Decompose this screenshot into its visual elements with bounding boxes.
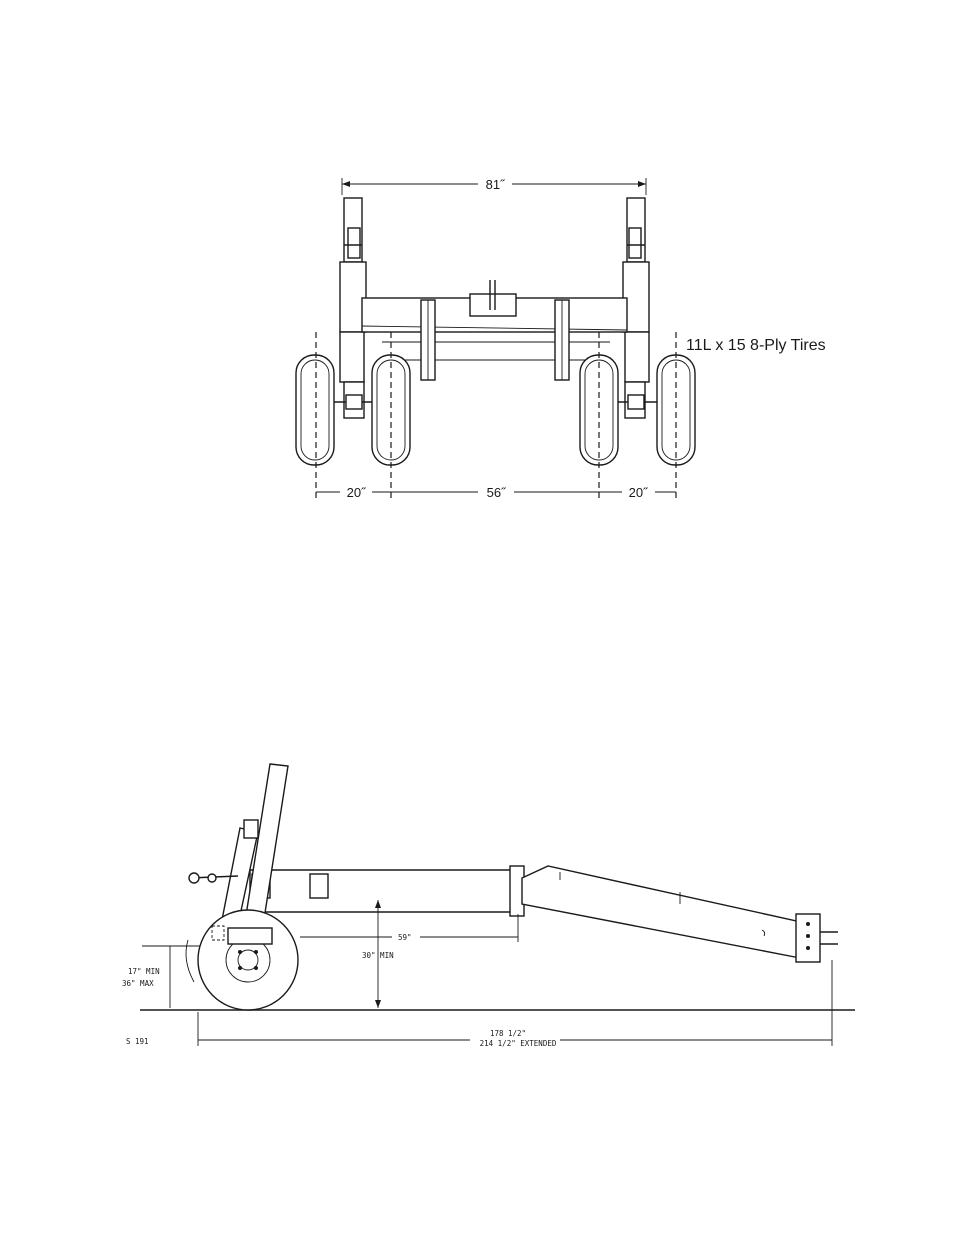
drawing-number: S 191 <box>126 1037 149 1046</box>
lift-range-dimension: 17" MIN 36" MAX <box>122 946 200 1008</box>
frame-height-label: 30" MIN <box>362 951 394 960</box>
extended-length-label: 214 1/2" EXTENDED <box>480 1039 557 1048</box>
tongue <box>522 866 838 962</box>
tire-inner-right <box>580 355 618 465</box>
rear-wheel <box>186 910 298 1010</box>
front-view: 81˝ <box>296 177 826 500</box>
center-track-label: 56˝ <box>487 485 507 500</box>
tongue-length-label: 59" <box>398 933 412 942</box>
side-view: 30" MIN 59" 17" MIN 36" MAX 178 1/2" 214… <box>122 764 855 1048</box>
track-dimensions: 20˝ 56˝ 20˝ <box>316 485 676 500</box>
tongue-length-dimension: 59" <box>300 914 518 942</box>
left-track-label: 20˝ <box>347 485 367 500</box>
lift-min-label: 17" MIN <box>128 967 160 976</box>
frame-height-dimension: 30" MIN <box>362 900 394 1008</box>
overall-width-label: 81˝ <box>486 177 506 192</box>
cross-beam <box>362 280 627 360</box>
tire-outer-left <box>296 355 334 465</box>
main-frame <box>250 866 524 916</box>
overall-width-dimension: 81˝ <box>342 177 646 195</box>
overall-length-label: 178 1/2" <box>490 1029 526 1038</box>
tire-inner-left <box>372 355 410 465</box>
lift-max-label: 36" MAX <box>122 979 154 988</box>
tire-centerlines <box>316 332 676 500</box>
tire-outer-right <box>657 355 695 465</box>
tire-note: 11L x 15 8-Ply Tires <box>686 337 826 354</box>
right-track-label: 20˝ <box>629 485 649 500</box>
